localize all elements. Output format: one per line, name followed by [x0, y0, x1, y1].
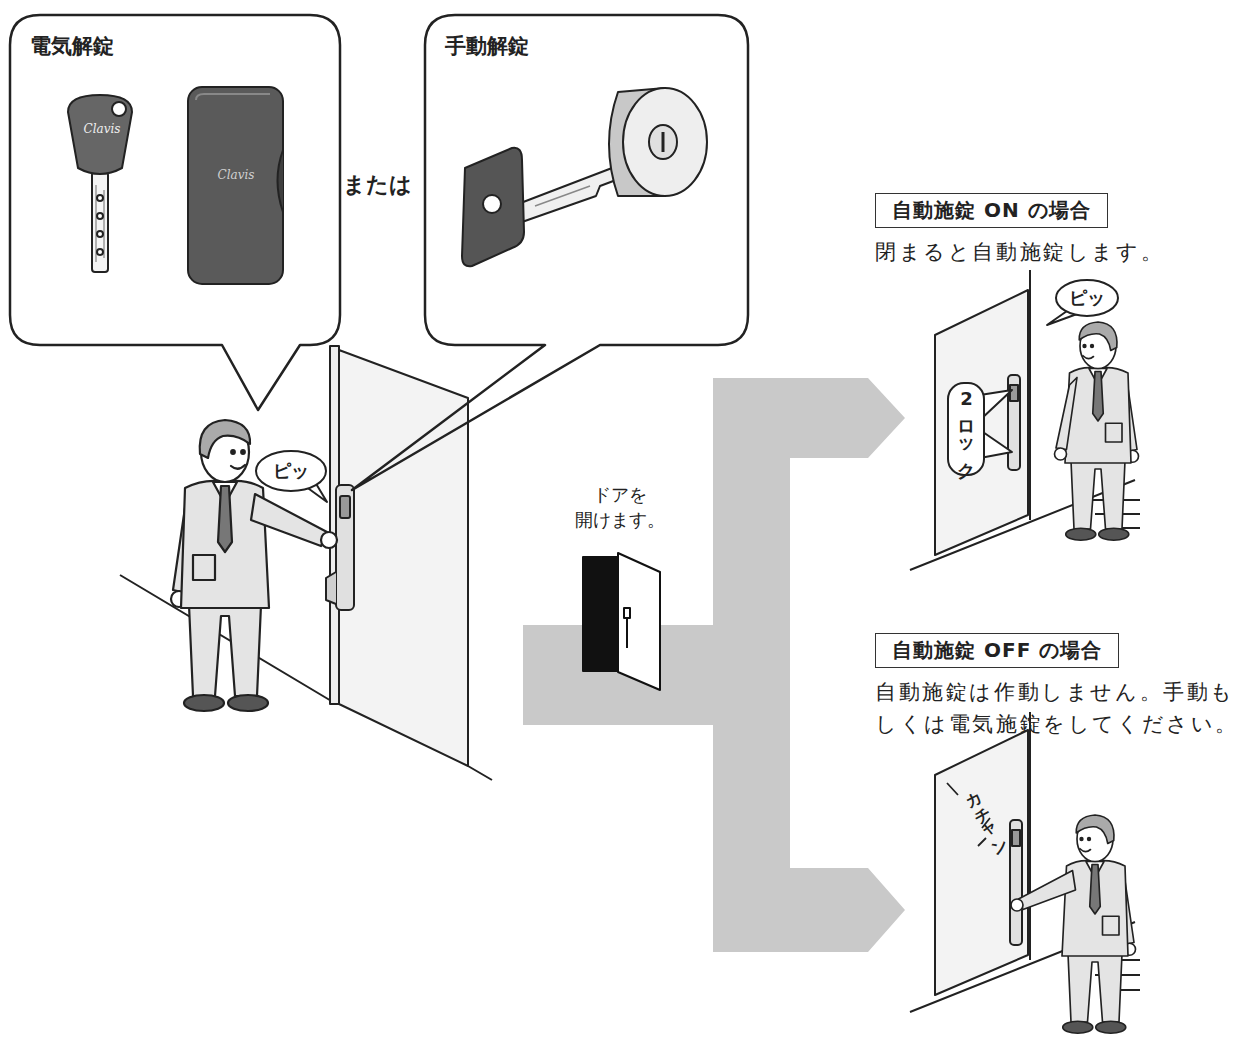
- door-icon: [583, 553, 660, 690]
- entrance-door: [340, 496, 350, 518]
- electronic-key: [97, 231, 103, 237]
- bubble-outline: [1056, 280, 1118, 316]
- callout-outline: [352, 15, 748, 490]
- mode-description: 閉まると自動施錠します。: [875, 237, 1243, 269]
- callout-heading: 手動解錠: [445, 32, 529, 60]
- key-cylinder: [649, 125, 677, 159]
- flow-arrow: [523, 378, 905, 952]
- electronic-key: [68, 95, 132, 174]
- bubble-text: 2ロック: [954, 388, 978, 470]
- key-cylinder: [535, 186, 590, 206]
- card-key: [278, 150, 284, 212]
- bubble-outline: [948, 383, 984, 475]
- electronic-key: [96, 185, 104, 262]
- brand-logo: Clavis: [212, 168, 260, 182]
- key-cylinder: [623, 88, 707, 196]
- entrance-door: [120, 346, 492, 780]
- man-figure: [1011, 815, 1136, 1033]
- key-cylinder: [662, 132, 665, 152]
- entrance-door: [1010, 385, 1018, 401]
- callout-box-outline: [425, 15, 748, 345]
- card-key: [196, 94, 270, 100]
- entrance-door: [336, 485, 354, 610]
- electronic-key: [92, 172, 108, 272]
- callout-box: 電気解錠: [10, 15, 340, 345]
- door-icon: [583, 557, 619, 671]
- bubble-text: ピッ: [273, 459, 309, 483]
- mode-panel: 自動施錠 ON の場合閉まると自動施錠します。: [875, 193, 1243, 273]
- entrance-door: [910, 270, 1140, 570]
- mode-heading: 自動施錠 OFF の場合: [875, 633, 1119, 668]
- key-cylinder: [483, 195, 501, 213]
- key-cylinder: [462, 148, 524, 267]
- key-cylinder: [518, 168, 616, 222]
- brand-logo: Clavis: [80, 122, 124, 136]
- speech-bubble: ピッ: [255, 450, 327, 492]
- entrance-door: [935, 730, 1028, 995]
- callout-box-outline: [10, 15, 340, 345]
- step-note: ドアを 開けます。: [555, 482, 685, 532]
- mode-heading: 自動施錠 ON の場合: [875, 193, 1108, 228]
- entrance-door: [326, 572, 336, 604]
- door-icon: [624, 608, 630, 618]
- entrance-door: [1008, 375, 1020, 470]
- mode-panel: 自動施錠 OFF の場合自動施錠は作動しません。手動も しくは電気施錠をしてくだ…: [875, 633, 1243, 753]
- electronic-key: [112, 102, 126, 116]
- electronic-key: [97, 213, 103, 219]
- entrance-door: [1029, 712, 1031, 960]
- lock-bubble: 2ロック: [948, 383, 984, 475]
- electronic-key: [97, 249, 103, 255]
- or-label: または: [343, 170, 423, 200]
- entrance-door: [935, 290, 1028, 555]
- card-key: [188, 87, 283, 284]
- entrance-door: [1010, 820, 1022, 945]
- speech-bubble: ピッ: [1055, 279, 1119, 317]
- door-icon: [618, 553, 660, 690]
- entrance-door: [1012, 830, 1020, 846]
- entrance-door: [339, 350, 468, 766]
- electronic-key: [97, 195, 103, 201]
- callout-outline: [10, 15, 340, 410]
- card-key: [188, 87, 283, 284]
- electronic-key: [68, 95, 132, 272]
- man-figure: [171, 420, 337, 711]
- mode-description: 自動施錠は作動しません。手動も しくは電気施錠をしてください。: [875, 677, 1243, 740]
- bubble-outline: [256, 451, 326, 491]
- bubble-text: ピッ: [1069, 286, 1105, 310]
- callout-box: 手動解錠: [425, 15, 748, 345]
- key-cylinder: [462, 88, 707, 266]
- callout-heading: 電気解錠: [30, 32, 114, 60]
- entrance-door: [1029, 270, 1031, 520]
- man-figure: [1055, 322, 1139, 540]
